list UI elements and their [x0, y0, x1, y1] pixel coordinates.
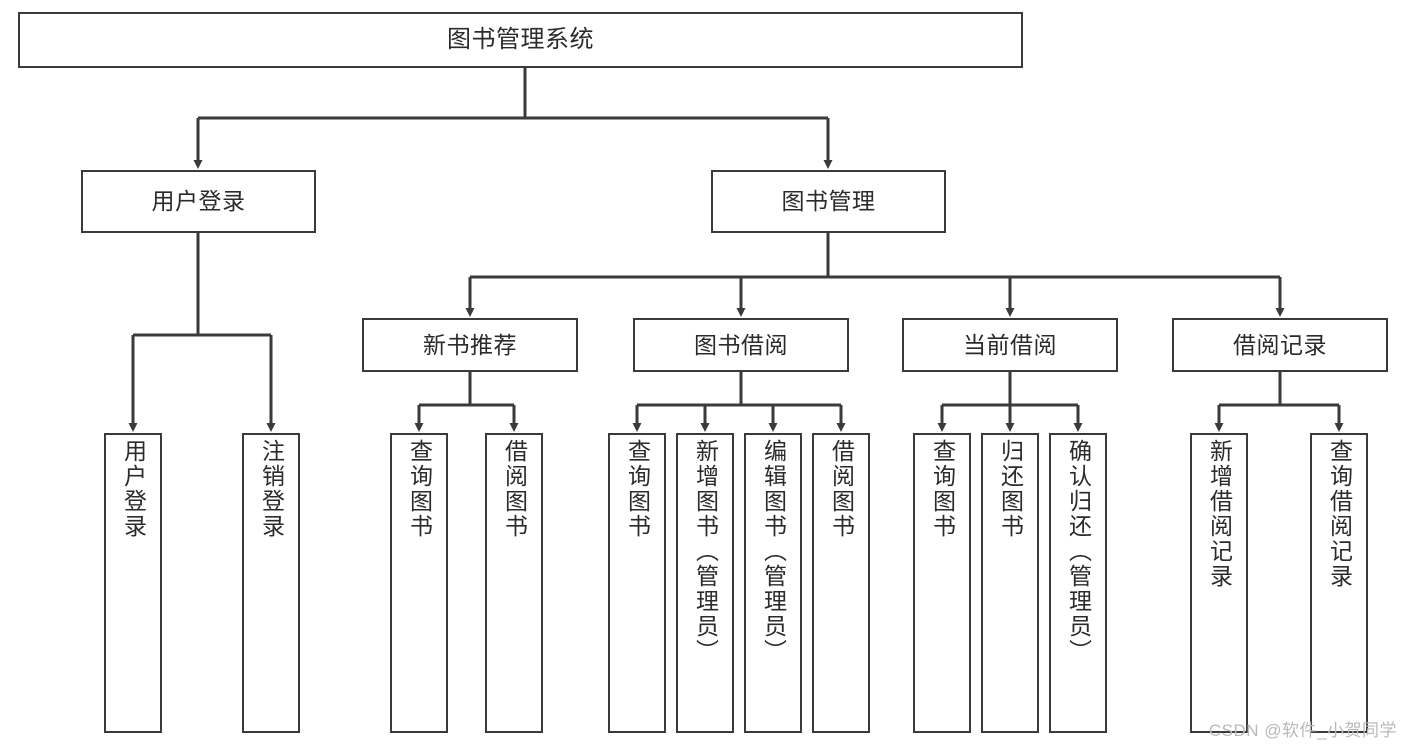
- leaf-edit-book[interactable]: 编辑图书（管理员）: [744, 433, 802, 733]
- node-new-book-recommend[interactable]: 新书推荐: [362, 318, 578, 372]
- leaf-query-book-2[interactable]: 查询图书: [608, 433, 666, 733]
- leaf-logout-label: 注销登录: [258, 439, 285, 539]
- csdn-watermark: CSDN @软件_小贺同学: [1208, 721, 1397, 740]
- leaf-add-record-label: 新增借阅记录: [1206, 439, 1233, 589]
- node-user-login[interactable]: 用户登录: [81, 170, 316, 233]
- node-borrow-record-label: 借阅记录: [1233, 331, 1327, 358]
- leaf-add-record[interactable]: 新增借阅记录: [1190, 433, 1248, 733]
- leaf-query-book-1[interactable]: 查询图书: [390, 433, 448, 733]
- node-book-management-label: 图书管理: [781, 188, 876, 215]
- node-user-login-label: 用户登录: [151, 188, 246, 215]
- leaf-borrow-book-2[interactable]: 借阅图书: [812, 433, 870, 733]
- leaf-add-book[interactable]: 新增图书（管理员）: [676, 433, 734, 733]
- node-book-management[interactable]: 图书管理: [711, 170, 946, 233]
- leaf-add-book-label: 新增图书（管理员）: [692, 439, 719, 664]
- leaf-user-login[interactable]: 用户登录: [104, 433, 162, 733]
- node-book-borrow[interactable]: 图书借阅: [633, 318, 849, 372]
- leaf-return-book-label: 归还图书: [997, 439, 1024, 539]
- node-root[interactable]: 图书管理系统: [18, 12, 1023, 68]
- node-current-borrow-label: 当前借阅: [963, 331, 1057, 358]
- node-new-book-recommend-label: 新书推荐: [423, 331, 517, 358]
- leaf-user-login-label: 用户登录: [120, 439, 147, 539]
- node-borrow-record[interactable]: 借阅记录: [1172, 318, 1388, 372]
- leaf-query-record[interactable]: 查询借阅记录: [1310, 433, 1368, 733]
- leaf-borrow-book-2-label: 借阅图书: [828, 439, 855, 539]
- leaf-query-book-1-label: 查询图书: [406, 439, 433, 539]
- leaf-borrow-book-1-label: 借阅图书: [501, 439, 528, 539]
- leaf-confirm-return-label: 确认归还（管理员）: [1065, 439, 1092, 664]
- leaf-query-record-label: 查询借阅记录: [1326, 439, 1353, 589]
- node-root-label: 图书管理系统: [447, 26, 594, 54]
- node-current-borrow[interactable]: 当前借阅: [902, 318, 1118, 372]
- leaf-confirm-return[interactable]: 确认归还（管理员）: [1049, 433, 1107, 733]
- node-book-borrow-label: 图书借阅: [694, 331, 788, 358]
- leaf-edit-book-label: 编辑图书（管理员）: [760, 439, 787, 664]
- leaf-query-book-3-label: 查询图书: [929, 439, 956, 539]
- leaf-query-book-2-label: 查询图书: [624, 439, 651, 539]
- leaf-query-book-3[interactable]: 查询图书: [913, 433, 971, 733]
- leaf-logout[interactable]: 注销登录: [242, 433, 300, 733]
- leaf-return-book[interactable]: 归还图书: [981, 433, 1039, 733]
- leaf-borrow-book-1[interactable]: 借阅图书: [485, 433, 543, 733]
